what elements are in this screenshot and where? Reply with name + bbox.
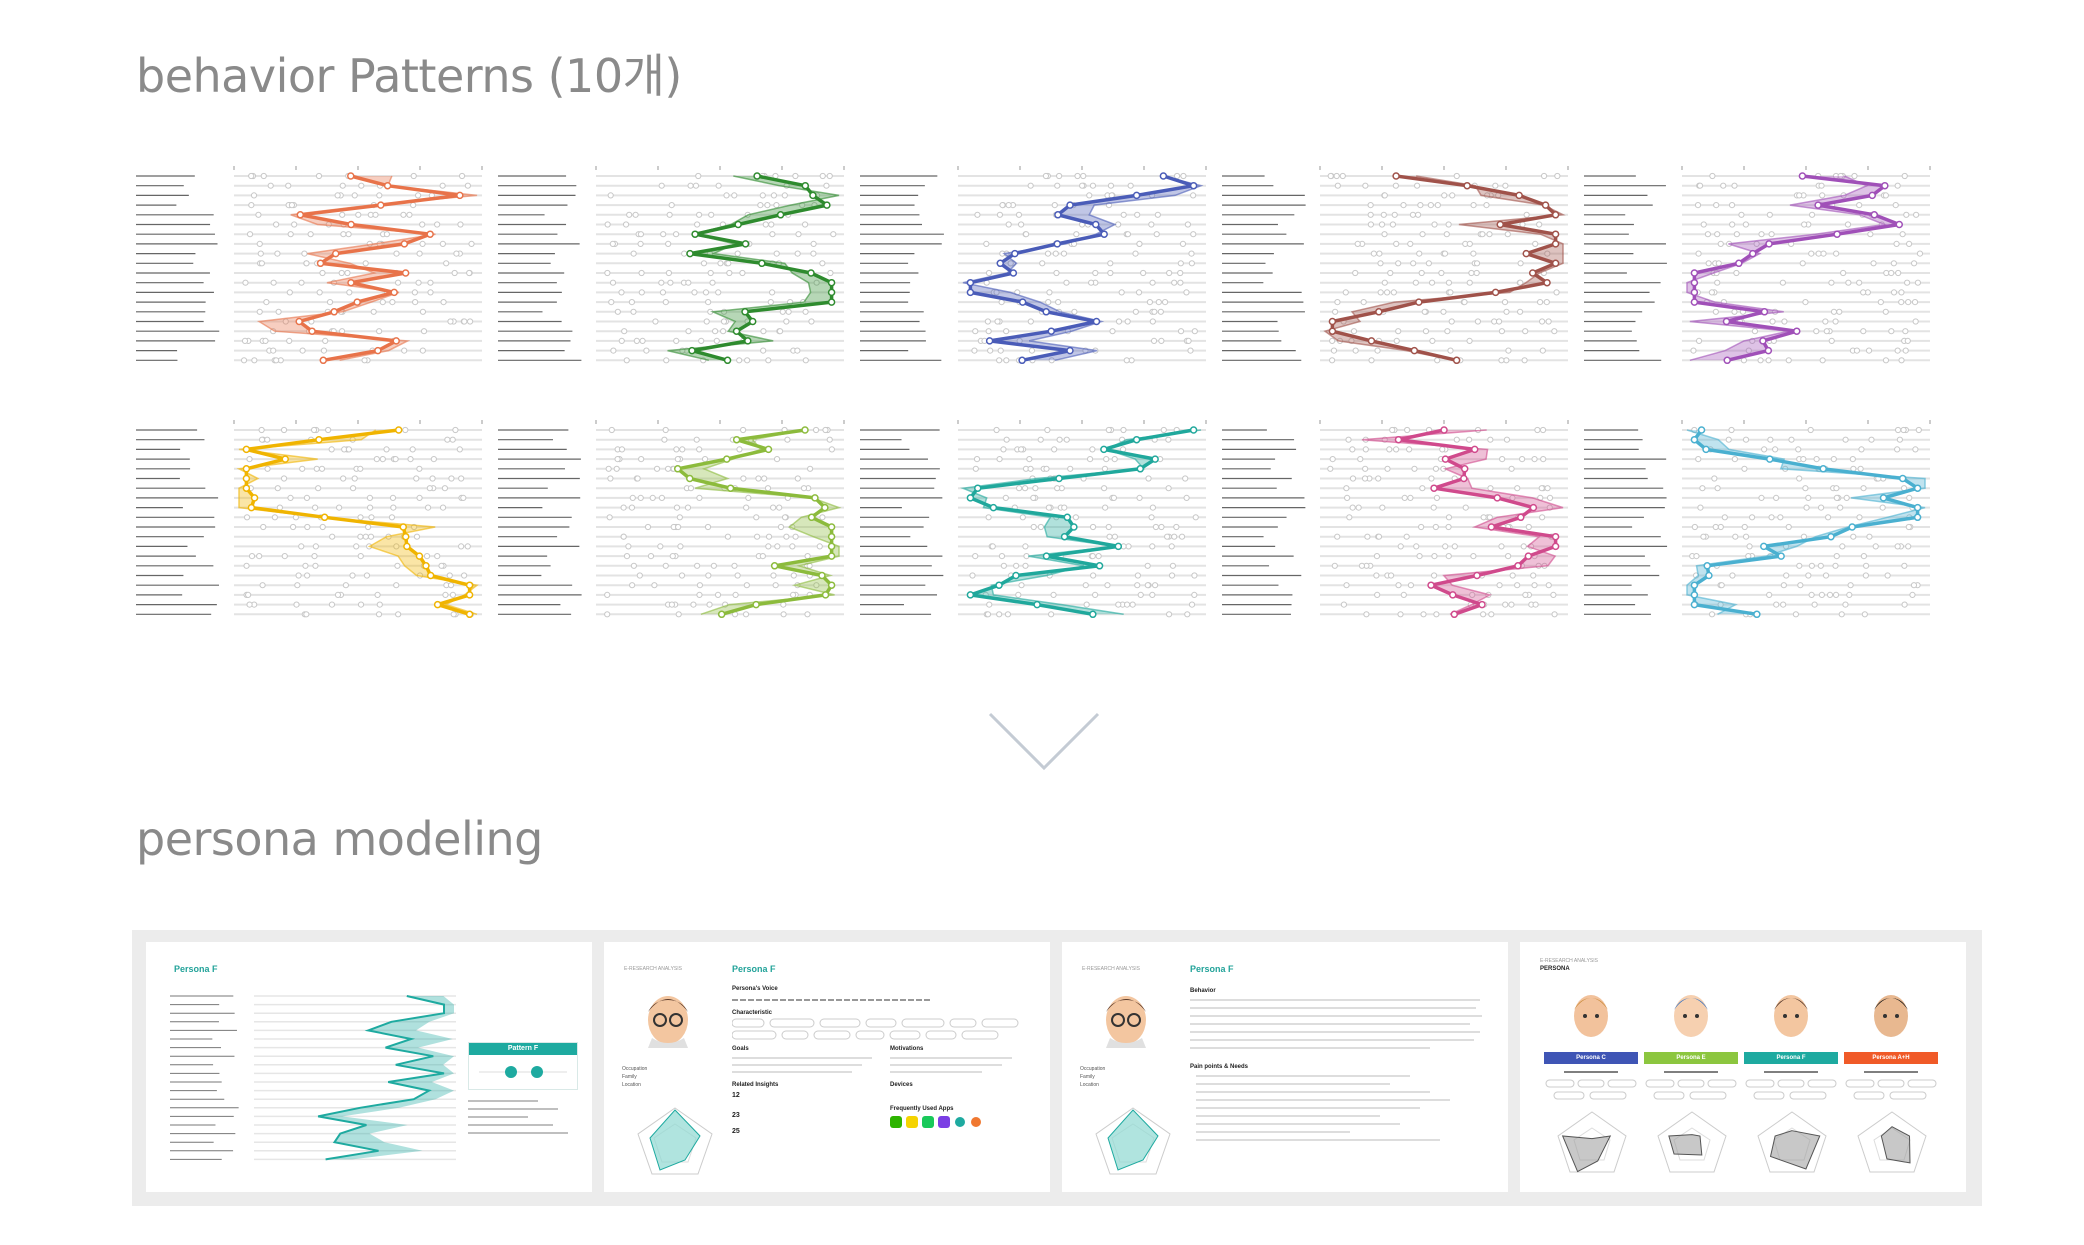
persona-column-header: Persona A+H (1844, 1052, 1938, 1064)
persona-summary-tags (1645, 1071, 1737, 1100)
devices-heading: Devices (890, 1082, 913, 1088)
persona-summary-tags (1745, 1071, 1837, 1100)
behavior-pattern-chart (860, 160, 1212, 380)
behavior-pattern-chart (860, 414, 1212, 634)
slide-pattern-f: Persona F Pattern F (146, 942, 592, 1192)
radar-chart (1857, 1111, 1927, 1173)
avatar (1874, 995, 1908, 1037)
voice-heading: Persona's Voice (732, 986, 778, 992)
radar-chart (1757, 1111, 1827, 1173)
persona-column-header: Persona F (1744, 1052, 1838, 1064)
pain-points-heading: Pain points & Needs (1190, 1064, 1249, 1070)
behavior-patterns-heading: behavior Patterns (10개) (136, 49, 682, 103)
slide-persona-f-behavior: E-RESEARCH ANALYSIS Persona F Occupation… (1062, 942, 1508, 1192)
occupation-label: Occupation (1080, 1066, 1106, 1072)
occupation-label: Occupation (622, 1066, 648, 1072)
avatar (648, 996, 688, 1048)
location-label: Location (1080, 1082, 1099, 1088)
family-label: Family (622, 1074, 637, 1080)
behavior-pattern-chart (498, 414, 850, 634)
radar-chart (637, 1107, 713, 1175)
behavior-heading: Behavior (1190, 988, 1216, 994)
pattern-circles (479, 1066, 567, 1078)
family-label: Family (1080, 1074, 1095, 1080)
slide-title: PERSONA (1540, 966, 1570, 972)
avatar (1674, 995, 1708, 1037)
behavior-pattern-chart (136, 160, 488, 380)
persona-column-header: Persona C (1544, 1052, 1638, 1064)
avatar (1574, 995, 1608, 1037)
mini-pattern-chart (170, 990, 460, 1175)
characteristic-heading: Characteristic (732, 1010, 773, 1016)
detail-text-lines (732, 1057, 1012, 1073)
slide-title: Persona F (174, 964, 218, 974)
behavior-pattern-chart (1222, 414, 1574, 634)
behavior-pattern-chart (136, 414, 488, 634)
motivations-heading: Motivations (890, 1046, 924, 1052)
chevron-down-icon (988, 712, 1100, 777)
insights-heading: Related Insights (732, 1082, 779, 1088)
persona-modeling-heading: persona modeling (136, 812, 543, 866)
slide-section-label: E-RESEARCH ANALYSIS (1540, 958, 1598, 964)
pain-points-list (1196, 1075, 1450, 1141)
behavior-pattern-chart (1584, 160, 1936, 380)
goals-heading: Goals (732, 1046, 749, 1052)
slide-title: Persona F (732, 964, 776, 974)
slide-persona-f-detail: E-RESEARCH ANALYSIS Persona F Occupation… (604, 942, 1050, 1192)
pattern-summary-box: Pattern F (468, 1042, 578, 1090)
slide-section-label: E-RESEARCH ANALYSIS (1082, 966, 1140, 972)
behavior-pattern-chart (1584, 414, 1936, 634)
insight-number: 23 (732, 1112, 740, 1119)
slide-section-label: E-RESEARCH ANALYSIS (624, 966, 682, 972)
radar-chart (1557, 1111, 1627, 1173)
pattern-notes-lines (468, 1100, 568, 1134)
persona-summary-tags (1845, 1071, 1937, 1100)
characteristic-tags (732, 1018, 1019, 1040)
persona-slides-strip: Persona F Pattern F E-RESEARCH ANALYSIS … (132, 930, 1982, 1206)
radar-chart (1095, 1107, 1171, 1175)
insight-number: 12 (732, 1092, 740, 1099)
avatar (1106, 996, 1146, 1048)
behavior-pattern-chart (1222, 160, 1574, 380)
location-label: Location (622, 1082, 641, 1088)
radar-chart (1657, 1111, 1727, 1173)
voice-quote-line (732, 999, 932, 1001)
behavior-text-lines (1190, 999, 1482, 1049)
insight-number: 25 (732, 1128, 740, 1135)
pattern-box-title: Pattern F (469, 1043, 577, 1055)
persona-summary-tags (1545, 1071, 1637, 1100)
behavior-pattern-chart (498, 160, 850, 380)
apps-heading: Frequently Used Apps (890, 1106, 954, 1112)
avatar (1774, 995, 1808, 1037)
slide-persona-overview: E-RESEARCH ANALYSIS PERSONA Persona C Per… (1520, 942, 1966, 1192)
app-icons (890, 1116, 981, 1128)
behavior-patterns-grid (136, 160, 1944, 634)
slide-title: Persona F (1190, 964, 1234, 974)
persona-column-header: Persona E (1644, 1052, 1738, 1064)
